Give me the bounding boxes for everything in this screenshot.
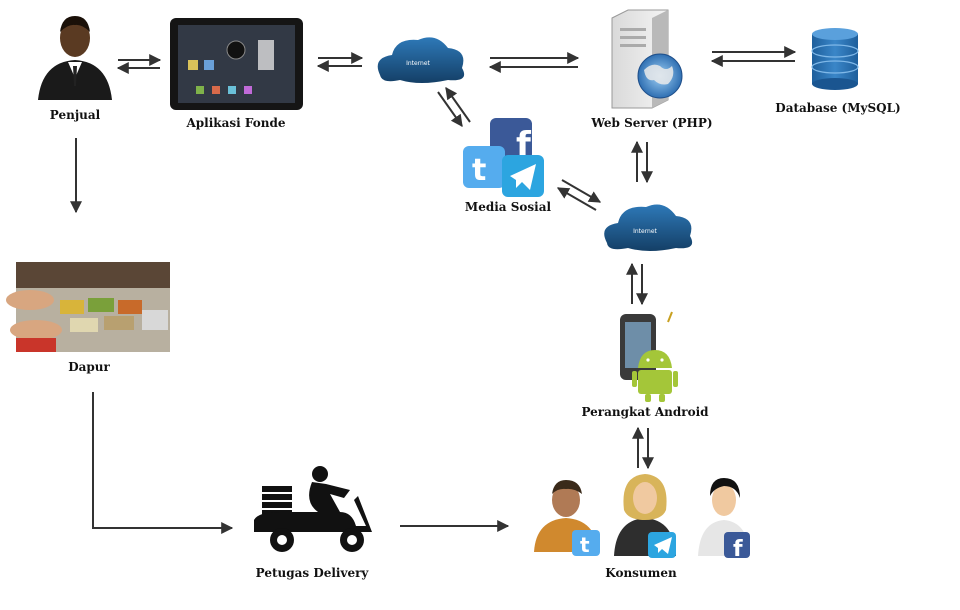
- android-device-icon: [620, 311, 678, 402]
- internet-cloud-icon-2: Internet: [604, 204, 693, 251]
- arrow-dapur-to-delivery: [92, 392, 234, 534]
- customer-male-icon: t: [534, 480, 600, 557]
- customer-female-icon: [614, 474, 676, 558]
- label-dapur: Dapur: [68, 360, 110, 374]
- label-aplikasi-fonde: Aplikasi Fonde: [186, 116, 286, 130]
- label-konsumen: Konsumen: [605, 566, 677, 580]
- arrow-social-to-internet2: [561, 179, 602, 203]
- label-media-sosial: Media Sosial: [464, 200, 552, 214]
- svg-text:f: f: [733, 537, 743, 562]
- database-icon: [811, 28, 859, 90]
- arrow-internet2-to-social: [556, 187, 597, 211]
- svg-text:Internet: Internet: [406, 60, 430, 67]
- penjual-icon: [38, 16, 112, 100]
- label-database: Database (MySQL): [775, 101, 901, 115]
- twitter-icon: t: [463, 146, 505, 188]
- telegram-icon: [502, 155, 544, 197]
- konsumen-icons: t f: [534, 474, 750, 562]
- svg-text:t: t: [472, 153, 486, 188]
- web-server-icon: [611, 9, 683, 109]
- svg-text:Internet: Internet: [633, 228, 657, 235]
- social-media-icons: f t: [463, 118, 544, 197]
- internet-cloud-icon: Internet: [377, 37, 465, 83]
- arrow-social-to-internet: [445, 87, 471, 123]
- label-penjual: Penjual: [49, 108, 101, 122]
- label-petugas-delivery: Petugas Delivery: [255, 566, 369, 580]
- label-web-server: Web Server (PHP): [591, 116, 713, 130]
- delivery-scooter-icon: [254, 466, 372, 552]
- arrow-internet-to-social: [437, 91, 463, 127]
- tablet-icon: [170, 18, 303, 110]
- dapur-photo: [6, 262, 170, 352]
- customer-female-2-icon: f: [698, 478, 750, 562]
- label-perangkat-android: Perangkat Android: [581, 405, 709, 419]
- android-robot-icon: [632, 350, 678, 402]
- flow-arrows: [70, 46, 797, 534]
- svg-text:t: t: [580, 533, 590, 557]
